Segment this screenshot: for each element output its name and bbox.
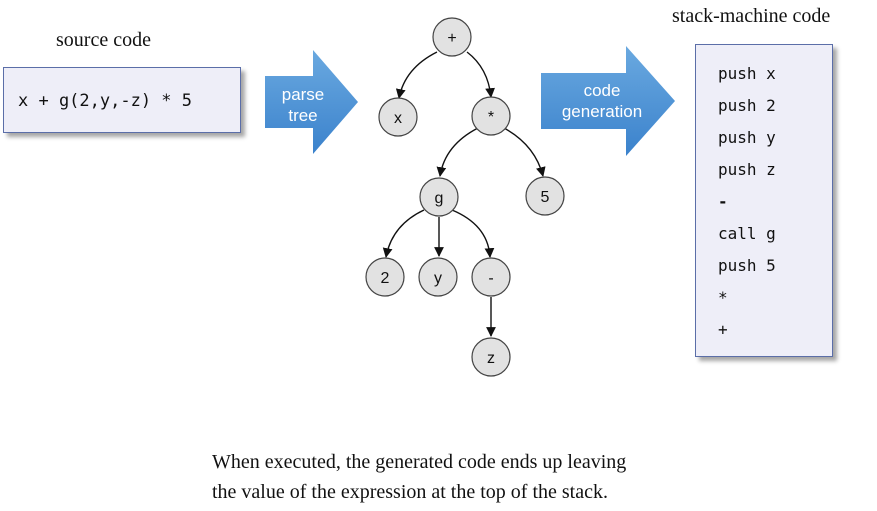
svg-text:5: 5 [541,189,550,206]
tree-edge [451,209,495,258]
tree-node-z: z [471,337,511,377]
stack-instruction: push 2 [718,96,776,115]
svg-text:+: + [447,30,456,47]
caption-line: When executed, the generated code ends u… [212,451,627,473]
caption-line: the value of the expression at the top o… [212,481,608,503]
tree-node-five: 5 [525,176,565,216]
tree-edge [395,51,438,99]
stack-instruction: + [718,320,728,339]
parse-tree-arrow [265,50,358,154]
stack-machine-code-box: push x push 2 push y push z - call g pus… [695,44,833,357]
parse-tree-arrow-label: parse tree [268,84,338,126]
svg-text:g: g [435,190,444,207]
svg-text:*: * [488,109,494,126]
tree-node-g: g [419,177,459,217]
svg-text:-: - [488,270,493,287]
tree-node-x: x [378,97,418,137]
source-code-heading: source code [56,29,151,51]
svg-text:2: 2 [381,270,390,287]
stack-machine-heading: stack-machine code [672,5,831,27]
tree-edge [436,127,479,177]
tree-node-y: y [418,257,458,297]
tree-edge [466,51,495,98]
stack-instruction: push y [718,128,776,147]
svg-text:x: x [394,110,402,127]
arrow-label-line: parse [281,85,325,104]
tree-edge [503,127,546,177]
source-code-text: x + g(2,y,-z) * 5 [18,91,192,111]
tree-node-times: * [471,96,511,136]
code-generation-arrow [541,46,675,156]
tree-node-plus: + [432,17,472,57]
stack-instruction: push x [718,64,776,83]
tree-node-negate: - [471,257,511,297]
tree-edge [382,209,425,258]
arrow-label-line: code [583,81,621,100]
stack-instruction: push 5 [718,256,776,275]
code-generation-arrow-label: code generation [544,80,660,122]
svg-text:z: z [487,350,495,367]
stack-instruction: call g [718,224,776,243]
stack-instruction: - [718,192,728,211]
stack-instruction: * [718,288,728,307]
stack-instruction: push z [718,160,776,179]
source-code-box: x + g(2,y,-z) * 5 [3,67,241,133]
arrow-label-line: generation [561,102,643,121]
svg-text:y: y [434,270,442,287]
arrow-label-line: tree [288,106,318,125]
tree-node-two: 2 [365,257,405,297]
